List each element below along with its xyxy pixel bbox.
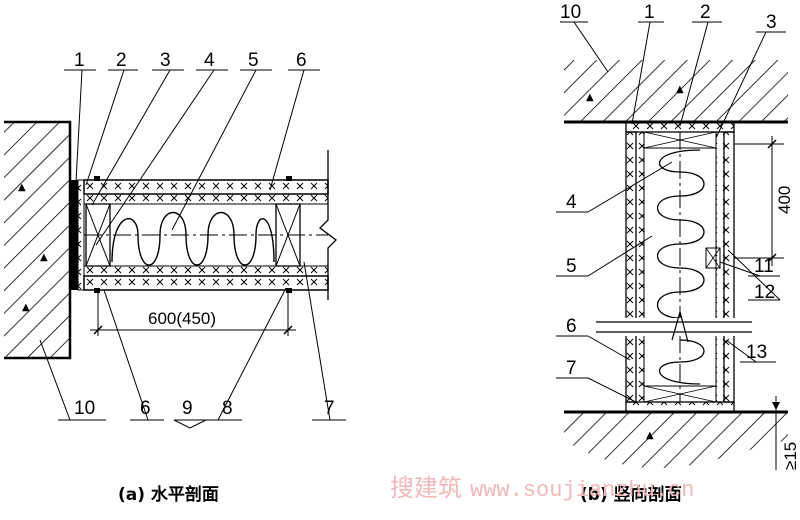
label-a-5: 5 [248, 50, 259, 71]
label-a-10: 10 [74, 398, 95, 419]
caption-b: (b) 竖向剖面 [580, 484, 682, 505]
left-board-outer [625, 131, 637, 403]
dimension-600: 600(450) [90, 292, 296, 336]
top-board [83, 179, 329, 205]
horizontal-section: ▲ ▲ ▲ [4, 50, 346, 505]
vertical-section: ▲ ▲ ▲ [556, 2, 800, 505]
left-board-inner [635, 131, 645, 403]
break-mark-vertical [596, 309, 752, 343]
leaders-a-bottom [39, 261, 346, 429]
label-a-2: 2 [116, 50, 127, 71]
label-b-13: 13 [746, 342, 767, 363]
right-board-outer [723, 131, 735, 403]
label-b-1: 1 [644, 2, 655, 23]
watermark: 搜建筑 www.soujianzhu.cn [390, 474, 694, 503]
bottom-board [83, 265, 329, 291]
label-a-6: 6 [296, 50, 307, 71]
dimension-label-a: 600(450) [148, 309, 216, 328]
label-b-11: 11 [754, 256, 774, 277]
label-b-10: 10 [560, 2, 581, 23]
edge-seal [70, 180, 78, 290]
label-b-2: 2 [700, 2, 711, 23]
concrete-wall: ▲ ▲ ▲ [4, 120, 72, 360]
leaders-b-top [560, 21, 786, 139]
label-a-6b: 6 [140, 398, 151, 419]
dimension-15: ≥15 [772, 396, 800, 470]
svg-text:▲: ▲ [586, 92, 594, 103]
top-slab: ▲ ▲ [564, 60, 788, 124]
watermark-cn: 搜建筑 [390, 474, 462, 502]
svg-text:▲: ▲ [22, 302, 30, 313]
label-b-12: 12 [754, 282, 775, 303]
insulation-wave-vertical [656, 149, 705, 385]
label-a-8: 8 [222, 398, 233, 419]
label-a-7: 7 [324, 398, 335, 419]
svg-text:▲: ▲ [18, 182, 26, 193]
label-a-4: 4 [204, 50, 215, 71]
label-b-4: 4 [566, 192, 577, 213]
label-b-6: 6 [566, 316, 577, 337]
svg-text:▲: ▲ [646, 430, 654, 441]
bottom-slab: ▲ [564, 410, 788, 469]
svg-text:▲: ▲ [676, 84, 684, 95]
label-b-3: 3 [766, 12, 777, 33]
label-b-7: 7 [566, 358, 577, 379]
label-b-5: 5 [566, 256, 577, 277]
caption-a: (a) 水平剖面 [118, 484, 219, 505]
label-a-9: 9 [182, 398, 193, 419]
svg-text:▲: ▲ [40, 252, 48, 263]
insulation-wave [111, 211, 275, 266]
dimension-label-b2: ≥15 [781, 442, 800, 470]
leaders-b-left [556, 161, 673, 403]
watermark-url: www.soujianzhu.cn [470, 478, 694, 503]
leaders-a-top [64, 69, 320, 246]
dimension-400: 400 [734, 136, 794, 266]
dimension-label-b: 400 [775, 186, 794, 214]
label-a-1: 1 [74, 50, 85, 71]
leaders-b-right [719, 249, 781, 363]
label-a-3: 3 [160, 50, 171, 71]
break-mark [319, 150, 337, 300]
